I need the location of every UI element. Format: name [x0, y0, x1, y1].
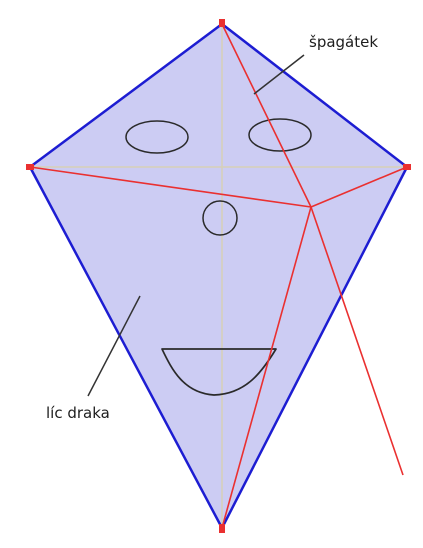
corner-marker-bottom — [219, 524, 225, 533]
face-label: líc draka — [46, 404, 110, 422]
string-label: špagátek — [309, 33, 378, 51]
corner-marker-top — [219, 19, 225, 27]
corner-marker-right — [403, 164, 411, 170]
corner-marker-left — [26, 164, 34, 170]
